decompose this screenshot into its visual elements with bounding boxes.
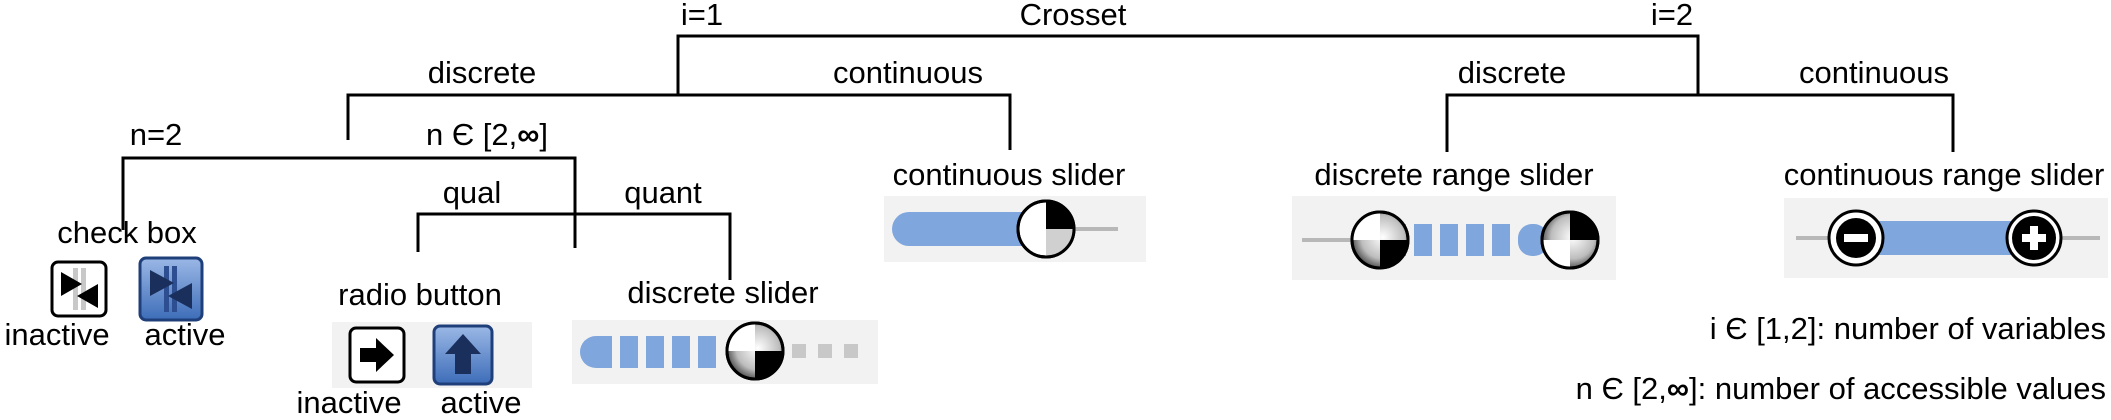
- legend-i-desc: : number of variables: [1816, 311, 2106, 346]
- discrete-slider-knob-icon[interactable]: [725, 321, 785, 381]
- check-box-inactive-icon[interactable]: [50, 260, 108, 318]
- n2-label: n=2: [129, 117, 183, 152]
- legend-n-prefix: n: [1575, 371, 1602, 406]
- n-range-label: n Є [2,∞]: [426, 118, 548, 152]
- discrete-slider[interactable]: [572, 320, 878, 384]
- discrete-range-left-knob-icon[interactable]: [1350, 210, 1410, 270]
- quant-label: quant: [624, 175, 702, 210]
- minus-knob-icon[interactable]: [1827, 209, 1885, 267]
- legend-i-range: [1,2]: [1747, 311, 1817, 346]
- check-box-inactive-label: inactive: [4, 317, 110, 352]
- discrete-right-label: discrete: [1457, 55, 1567, 90]
- root-label: Crosset: [1019, 0, 1127, 32]
- continuous-slider-title: continuous slider: [892, 157, 1126, 192]
- legend-i-prefix: i: [1709, 311, 1726, 346]
- edge-root: [676, 34, 1700, 95]
- n-range-close: ]: [539, 117, 548, 152]
- edge-discrete-left: [121, 156, 577, 248]
- continuous-slider[interactable]: [884, 196, 1146, 262]
- legend-n-infinity: ∞: [1666, 371, 1689, 406]
- legend-i-line: i Є [1,2]: number of variables: [1710, 312, 2106, 346]
- legend-i-in-symbol: Є: [1725, 311, 1748, 346]
- discrete-range-slider-title: discrete range slider: [1314, 157, 1594, 192]
- radio-inactive-arrow-icon[interactable]: [348, 326, 406, 384]
- legend-n-in-symbol: Є: [1601, 371, 1624, 406]
- discrete-left-label: discrete: [427, 55, 537, 90]
- continuous-left-label: continuous: [833, 55, 983, 90]
- check-box-title: check box: [57, 215, 197, 250]
- radio-button-title: radio button: [338, 277, 502, 312]
- discrete-slider-title: discrete slider: [627, 275, 819, 310]
- qual-label: qual: [442, 175, 502, 210]
- radio-active-arrow-icon[interactable]: [432, 324, 494, 386]
- edge-discrete-right: [1445, 93, 1955, 152]
- continuous-slider-knob-icon[interactable]: [1016, 199, 1076, 259]
- legend-n-desc: : number of accessible values: [1697, 371, 2106, 406]
- edge-n-range: [416, 212, 732, 280]
- continuous-range-slider[interactable]: [1784, 198, 2108, 278]
- edge-i1: [346, 93, 1012, 150]
- radio-active-label: active: [440, 385, 522, 420]
- discrete-range-right-knob-icon[interactable]: [1540, 210, 1600, 270]
- n-range-open: [2,: [474, 117, 518, 152]
- legend-n-close: ]: [1689, 371, 1698, 406]
- continuous-right-label: continuous: [1799, 55, 1949, 90]
- legend-n-open: [2,: [1623, 371, 1667, 406]
- discrete-range-slider[interactable]: [1292, 196, 1616, 280]
- n-range-prefix: n: [426, 117, 452, 152]
- n-range-infinity: ∞: [517, 117, 540, 152]
- continuous-range-slider-title: continuous range slider: [1783, 157, 2105, 192]
- tree-lines: [121, 34, 1955, 280]
- legend-n-line: n Є [2,∞]: number of accessible values: [1576, 372, 2106, 406]
- i2-label: i=2: [1650, 0, 1694, 32]
- radio-inactive-label: inactive: [296, 385, 402, 420]
- i1-label: i=1: [680, 0, 724, 32]
- n-range-in-symbol: Є: [451, 117, 475, 152]
- check-box-active-icon[interactable]: [138, 256, 204, 322]
- check-box-active-label: active: [144, 317, 226, 352]
- plus-knob-icon[interactable]: [2005, 209, 2063, 267]
